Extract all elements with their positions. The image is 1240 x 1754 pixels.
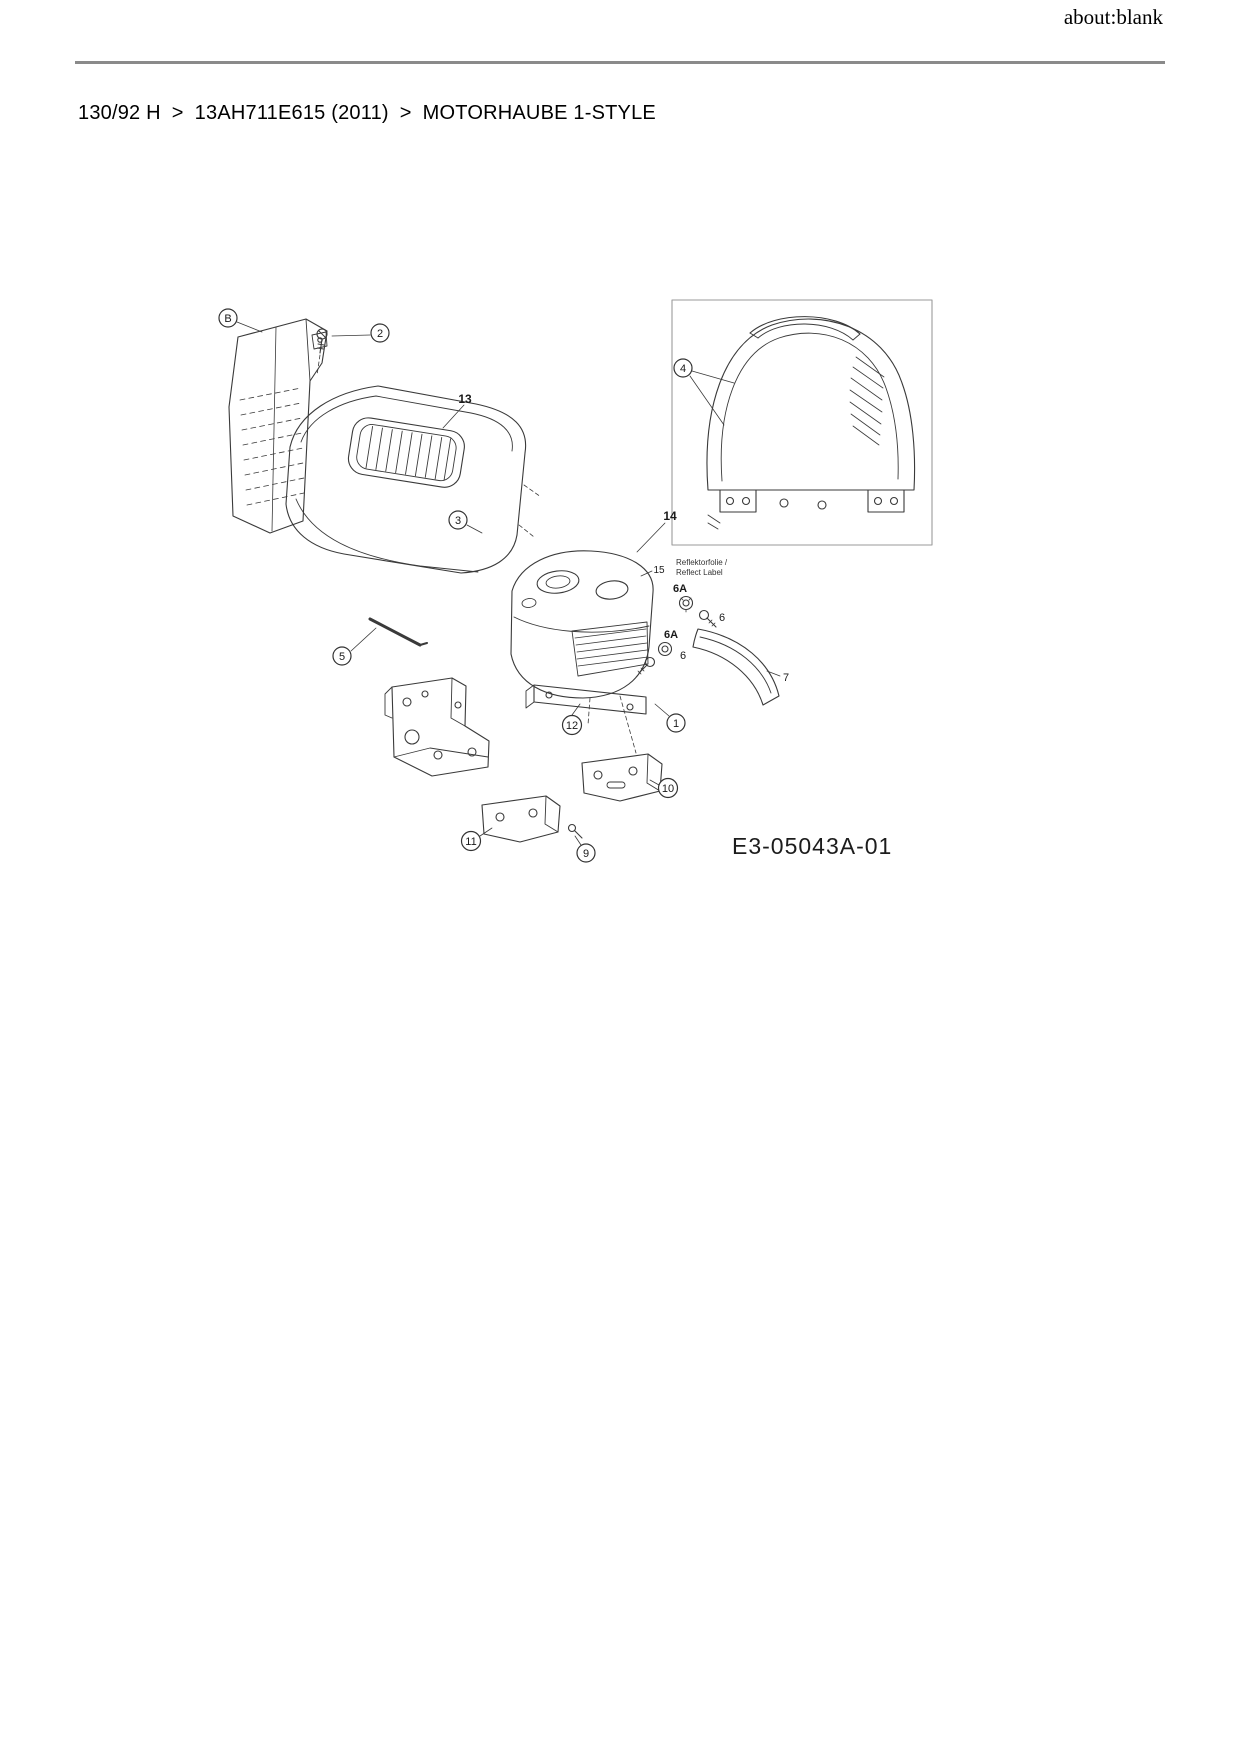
panel-vent-slats <box>239 387 305 506</box>
hood-vent <box>347 417 465 488</box>
callout-label: 3 <box>455 515 461 527</box>
callout-15: 15 <box>653 565 665 576</box>
callout-4: 4 <box>673 358 693 378</box>
bumper-part <box>692 628 781 706</box>
callout-label: 10 <box>662 783 674 795</box>
screw-6-upper <box>698 609 717 628</box>
callout-6-lower: 6 <box>680 650 686 662</box>
screw-part-2 <box>316 328 328 376</box>
callout-6a-upper: 6A <box>673 583 687 595</box>
callout-label: 4 <box>680 363 686 375</box>
breadcrumb-separator: > <box>171 102 184 124</box>
callout-label: B <box>224 313 231 325</box>
reflect-label-line1: Reflektorfolie / <box>676 558 728 567</box>
breadcrumb: 130/92 H >13AH711E615 (2011) > MOTORHAUBE 1… <box>78 102 656 125</box>
callout-label: 1 <box>673 718 679 730</box>
callout-label: 12 <box>566 720 578 732</box>
callout-6a-lower: 6A <box>664 629 678 641</box>
front-hood-part <box>510 550 654 754</box>
leader-part-1 <box>654 703 670 717</box>
callout-13: 13 <box>458 392 472 406</box>
callout-label: 2 <box>377 328 383 340</box>
callout-label: 9 <box>583 848 589 860</box>
callout-leaders <box>236 321 666 652</box>
reflect-label-line2: Reflect Label <box>676 568 723 577</box>
callout-label: 11 <box>465 836 476 848</box>
browser-page-title: about:blank <box>1063 5 1163 29</box>
header-divider <box>75 61 1165 64</box>
breadcrumb-model: 130/92 H <box>78 102 161 124</box>
fastener-6a-upper <box>678 595 694 613</box>
support-rod-part <box>368 617 428 647</box>
bracket-part-10 <box>581 753 663 802</box>
screw-part-9 <box>567 823 583 846</box>
front-grille-slats <box>574 628 649 667</box>
callout-B: B <box>218 308 238 328</box>
callout-2: 2 <box>370 323 390 343</box>
callout-3: 3 <box>448 510 468 530</box>
callout-12: 12 <box>561 714 583 736</box>
grille-panel-part <box>228 318 328 534</box>
breadcrumb-section: MOTORHAUBE 1-STYLE <box>422 102 656 124</box>
callout-7: 7 <box>783 672 789 684</box>
screw-6-lower <box>637 656 656 675</box>
diagram-part-code: E3-05043A-01 <box>732 833 892 859</box>
breadcrumb-separator: > <box>399 102 412 124</box>
parts-diagram: B 2 3 4 5 1 12 <box>218 299 933 863</box>
callout-1: 1 <box>666 713 686 733</box>
inset-vent-hatching <box>849 356 885 446</box>
breadcrumb-article: 13AH711E615 (2011) <box>194 102 389 124</box>
callout-9: 9 <box>576 843 596 863</box>
callout-label: 5 <box>339 651 345 663</box>
frame-bracket-assembly <box>384 677 490 777</box>
callouts: B 2 3 4 5 1 12 <box>218 308 789 863</box>
bracket-part-11 <box>479 795 561 843</box>
fastener-6a-lower <box>657 641 673 657</box>
callout-10: 10 <box>657 777 679 799</box>
callout-11: 11 <box>460 830 482 852</box>
callout-6-upper: 6 <box>719 612 725 624</box>
callout-5: 5 <box>332 646 352 666</box>
hood-part <box>285 385 542 574</box>
callout-14: 14 <box>663 509 677 523</box>
inset-rear-view <box>671 299 933 546</box>
support-plate-part-12 <box>525 684 647 716</box>
